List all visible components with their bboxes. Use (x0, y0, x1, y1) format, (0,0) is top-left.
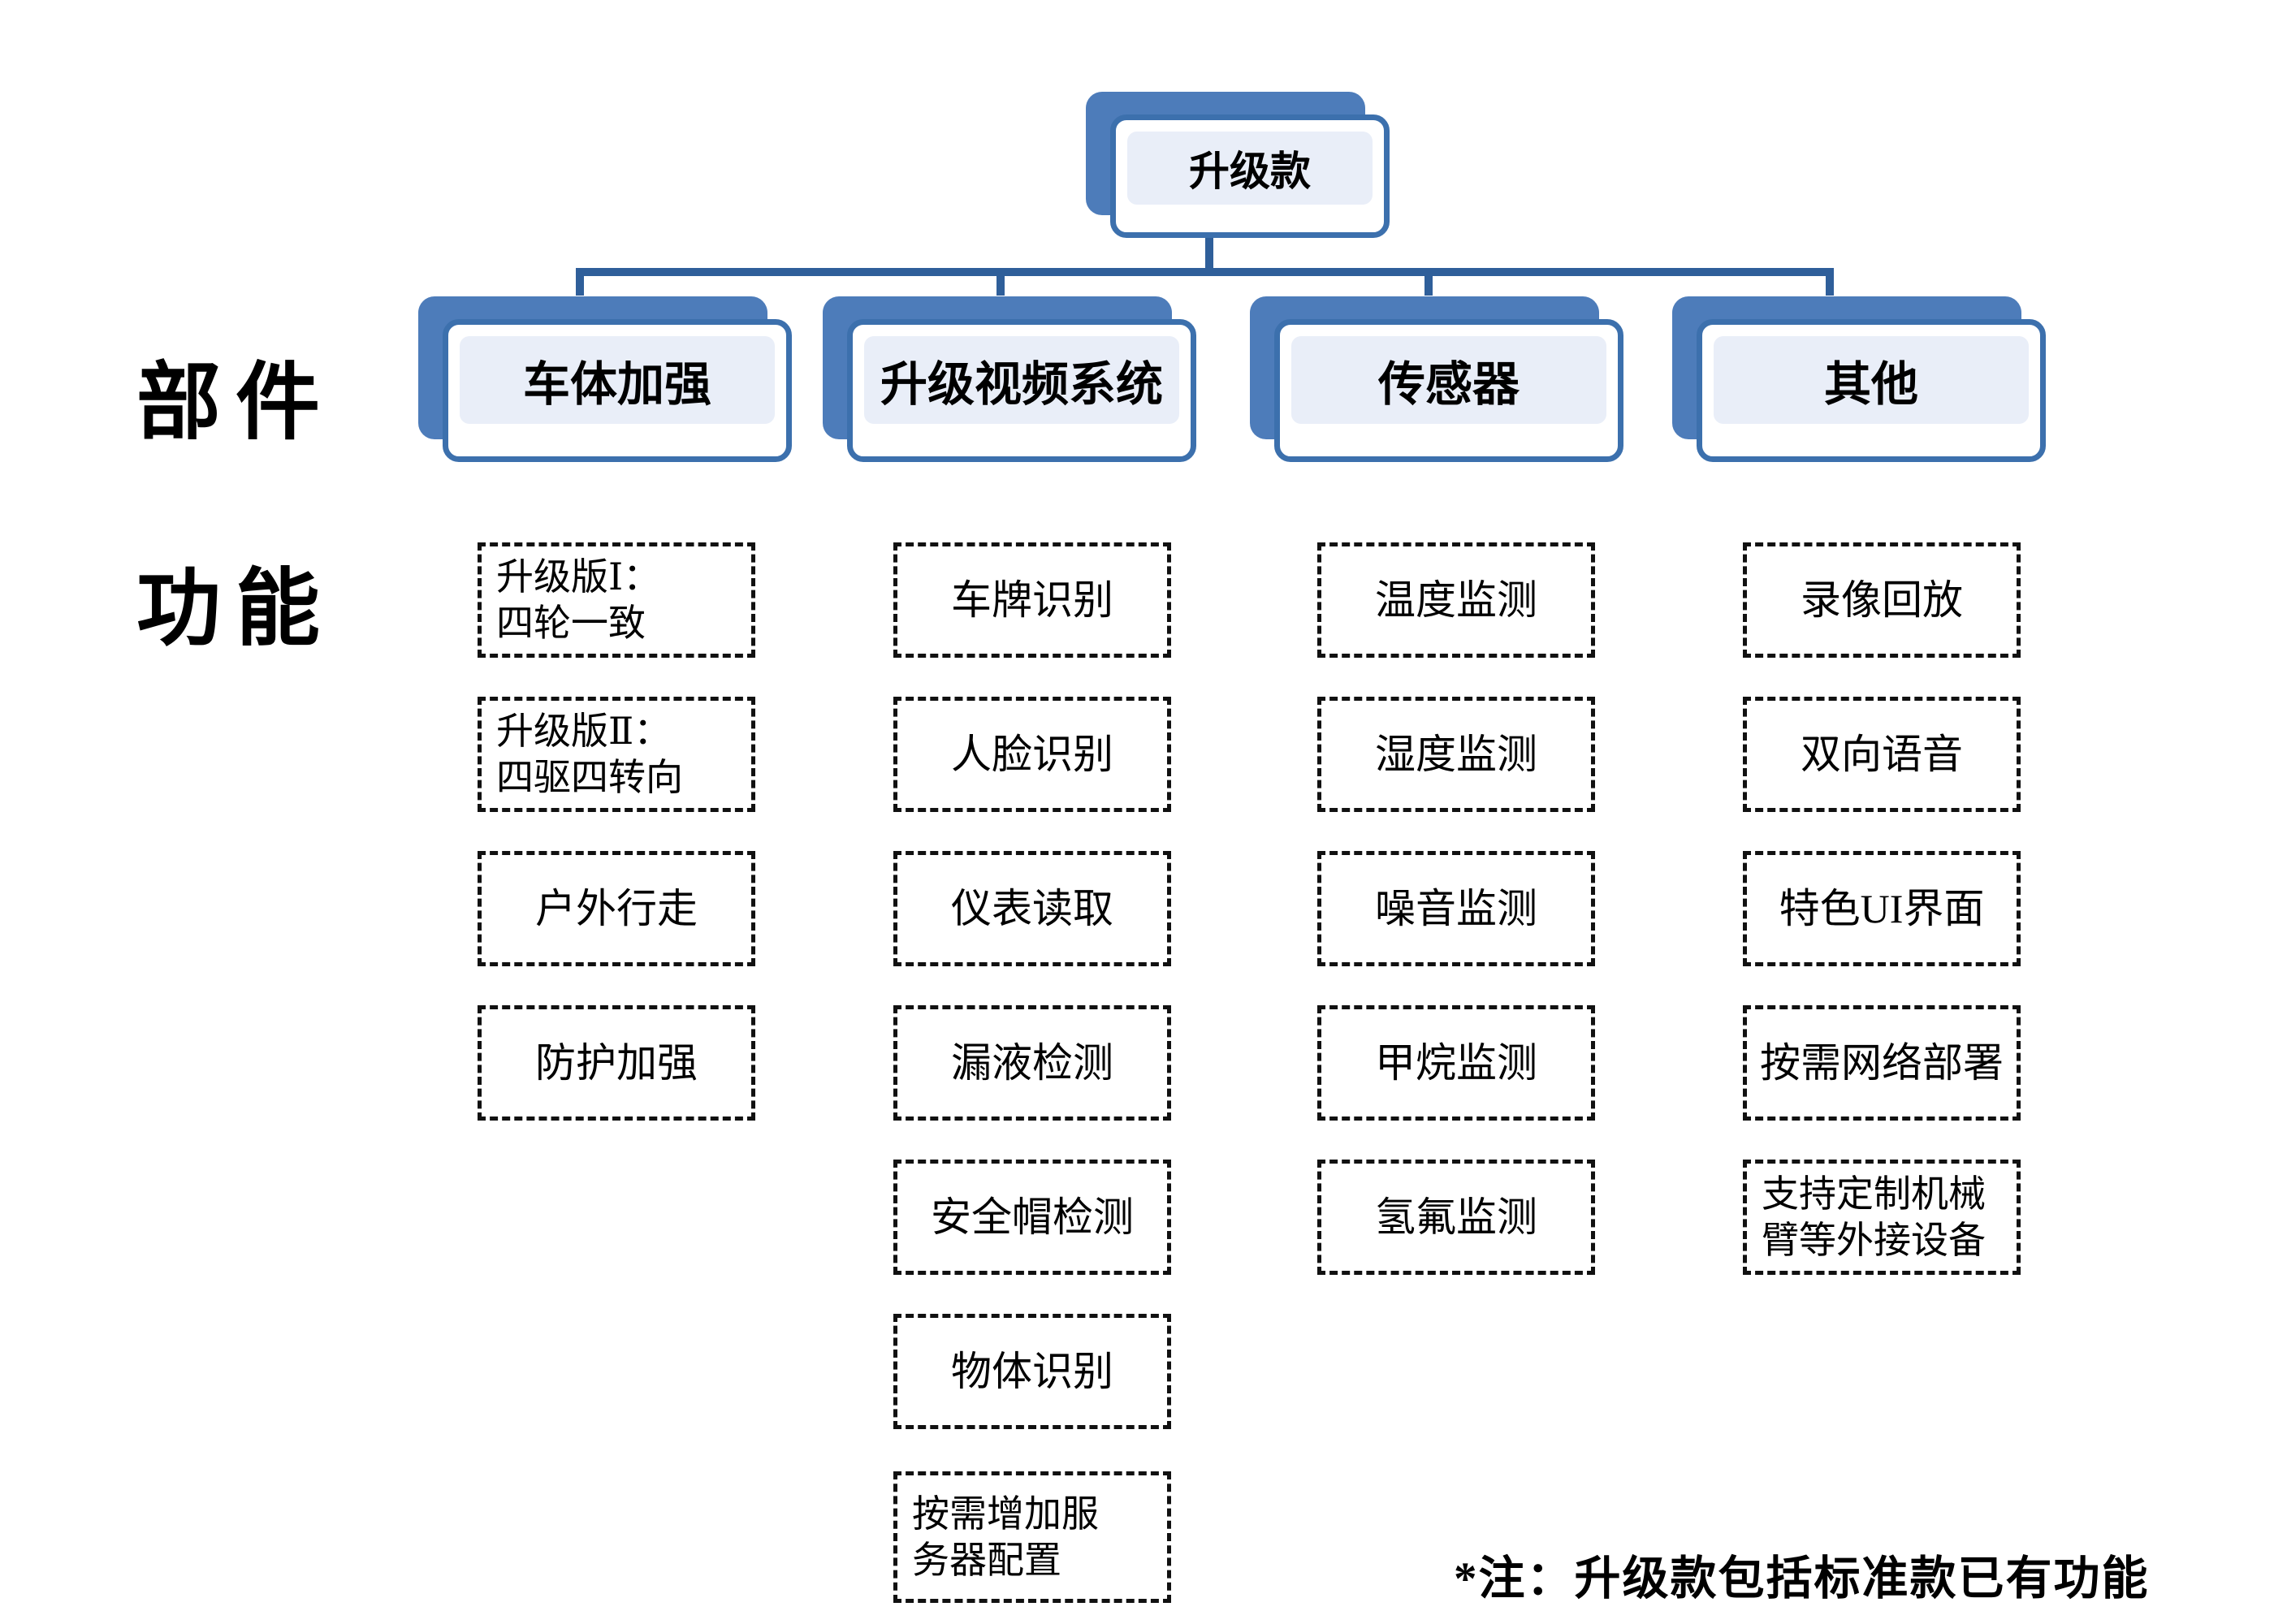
section-label-components: 部件 (136, 356, 335, 450)
feature-item-line: 安全帽检测 (931, 1194, 1134, 1240)
branch-header-label: 升级视频系统 (880, 358, 1163, 411)
feature-item: 温度监测 (1317, 542, 1595, 658)
feature-item: 录像回放 (1743, 542, 2021, 658)
connector-drop-1 (576, 268, 584, 296)
branch-header-panel (460, 336, 775, 424)
feature-item: 漏液检测 (893, 1005, 1171, 1121)
feature-item-line: 务器配置 (912, 1540, 1061, 1581)
feature-item: 支持定制机械臂等外接设备 (1743, 1160, 2021, 1275)
feature-item: 升级版Ⅰ： 四轮一致 (478, 542, 755, 658)
feature-item-line: 支持定制机械 (1762, 1173, 1986, 1215)
root-node-panel (1127, 132, 1373, 205)
feature-item-line: 甲烷监测 (1375, 1039, 1537, 1086)
branch-header-panel (1291, 336, 1606, 424)
feature-item-line: 车牌识别 (951, 577, 1113, 623)
feature-item: 户外行走 (478, 851, 755, 966)
feature-item-line: 按需网络部署 (1760, 1039, 2004, 1086)
feature-item: 按需网络部署 (1743, 1005, 2021, 1121)
feature-item-line: 臂等外接设备 (1762, 1220, 1986, 1261)
feature-item-line: 户外行走 (535, 885, 698, 931)
branch-header-label: 其他 (1823, 358, 1918, 411)
feature-item-line: 四驱四转向 (496, 757, 683, 798)
branch-header-label: 传感器 (1377, 358, 1520, 411)
branch-header-box: 其他 (1697, 319, 2046, 462)
branch-header-box: 车体加强 (443, 319, 792, 462)
section-label-functions: 功能 (136, 563, 335, 656)
connector-root-stub (1205, 238, 1213, 271)
feature-item: 按需增加服务器配置 (893, 1471, 1171, 1603)
feature-item: 防护加强 (478, 1005, 755, 1121)
feature-item: 人脸识别 (893, 697, 1171, 812)
feature-item-line: 升级版Ⅰ： (496, 555, 661, 598)
feature-item: 物体识别 (893, 1314, 1171, 1429)
branch-header-panel (1714, 336, 2029, 424)
feature-item: 仪表读取 (893, 851, 1171, 966)
root-node-box: 升级款 (1110, 114, 1390, 238)
branch-header-box: 升级视频系统 (847, 319, 1196, 462)
branch-header-panel (864, 336, 1179, 424)
connector-drop-4 (1826, 268, 1834, 296)
feature-item: 甲烷监测 (1317, 1005, 1595, 1121)
feature-item: 湿度监测 (1317, 697, 1595, 812)
branch-header-label: 车体加强 (522, 358, 711, 411)
feature-item: 车牌识别 (893, 542, 1171, 658)
connector-drop-2 (996, 268, 1005, 296)
feature-item-line: 特色UI界面 (1779, 885, 1985, 931)
feature-item-line: 录像回放 (1801, 577, 1963, 623)
feature-item: 噪音监测 (1317, 851, 1595, 966)
feature-item-line: 按需增加服 (912, 1492, 1099, 1535)
feature-item: 升级版Ⅱ： 四驱四转向 (478, 697, 755, 812)
footnote: *注：升级款包括标准款已有功能 (1454, 1553, 2150, 1605)
feature-item-line: 氢氟监测 (1375, 1194, 1537, 1240)
feature-item: 氢氟监测 (1317, 1160, 1595, 1275)
feature-item-line: 湿度监测 (1375, 731, 1537, 777)
feature-item: 安全帽检测 (893, 1160, 1171, 1275)
feature-item-line: 人脸识别 (951, 731, 1113, 777)
feature-item-line: 仪表读取 (951, 885, 1113, 931)
feature-item-line: 噪音监测 (1375, 885, 1537, 931)
root-node-label: 升级款 (1189, 149, 1311, 194)
connector-horizontal-bar (576, 268, 1834, 276)
connector-drop-3 (1424, 268, 1433, 296)
feature-item: 特色UI界面 (1743, 851, 2021, 966)
feature-item-line: 四轮一致 (496, 603, 646, 644)
feature-item-line: 漏液检测 (951, 1039, 1113, 1086)
feature-item: 双向语音 (1743, 697, 2021, 812)
feature-item-line: 双向语音 (1801, 731, 1963, 777)
feature-item-line: 温度监测 (1375, 577, 1537, 623)
feature-item-line: 物体识别 (951, 1348, 1113, 1394)
feature-item-line: 防护加强 (535, 1039, 698, 1086)
feature-item-line: 升级版Ⅱ： (496, 710, 672, 752)
branch-header-box: 传感器 (1274, 319, 1623, 462)
